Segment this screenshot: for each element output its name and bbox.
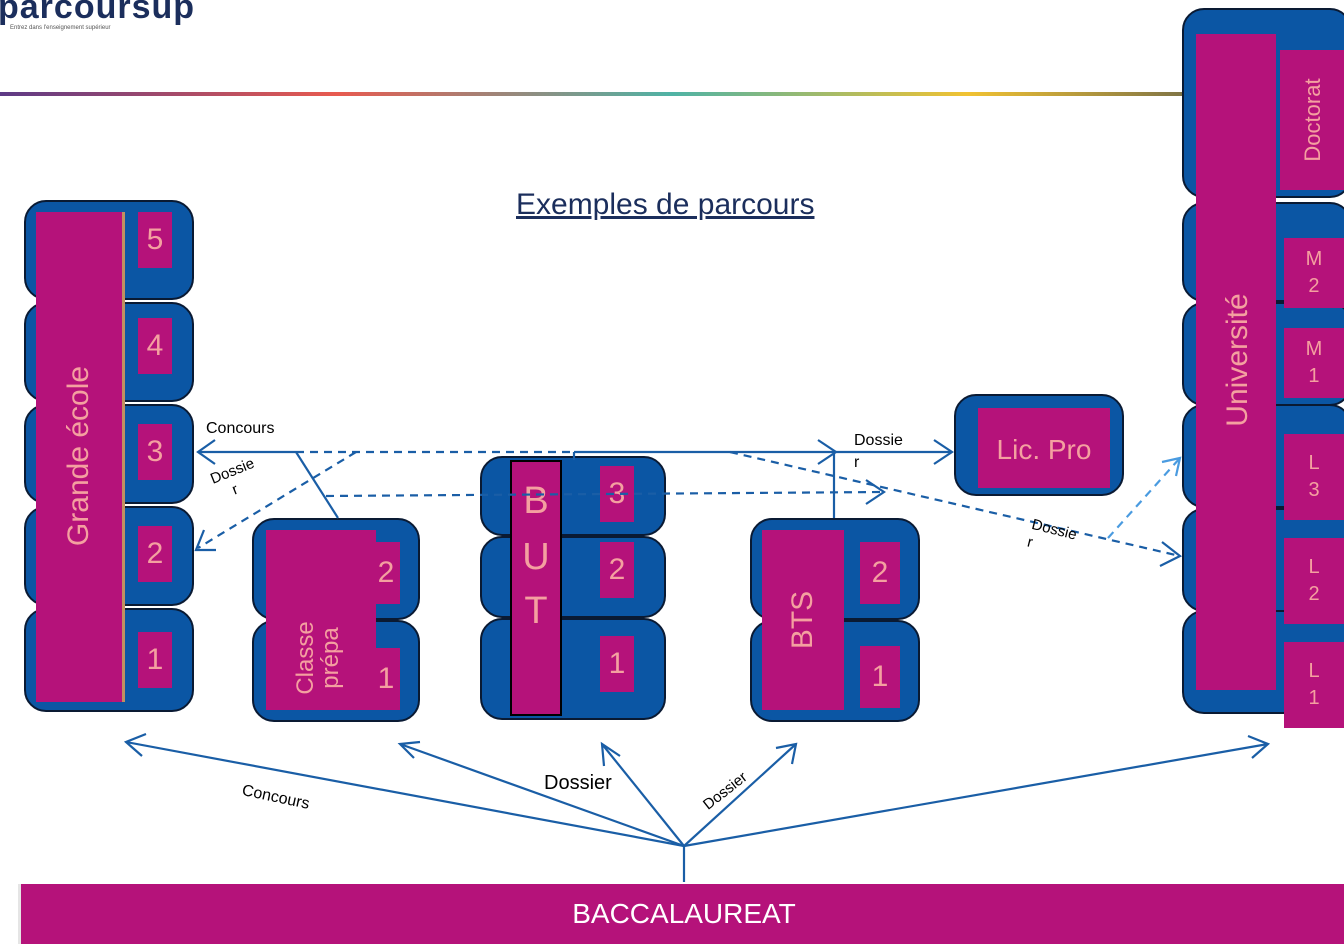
- bac-to-bts: [683, 743, 797, 847]
- bac-to-prepa: [399, 742, 685, 848]
- bac-to-universite: [683, 742, 1269, 848]
- but-year-3: 3: [600, 466, 634, 522]
- bts-bar: [762, 530, 844, 710]
- dossier-left-label: Dossie r: [208, 455, 264, 506]
- but-lic-arrowhead: [817, 439, 838, 465]
- universite-label: Université: [1221, 293, 1254, 427]
- grande-ecole-bar: [36, 212, 125, 702]
- dossier-left-arrowhead: [194, 529, 216, 552]
- concours-top-arrowhead: [196, 439, 216, 465]
- bac-to-grande-ecole-head: [123, 732, 147, 757]
- header-divider: [0, 92, 1344, 96]
- dossier-right-label-b: r: [1025, 533, 1035, 552]
- but-letter-b: B: [523, 480, 549, 522]
- but-year-1: 1: [600, 636, 634, 692]
- licpro-to-l3-arrowhead: [1161, 456, 1182, 477]
- baccalaureat-label: BACCALAUREAT: [572, 898, 796, 929]
- classe-prepa-label-line1: Classe: [291, 621, 319, 695]
- but-letter-u: U: [522, 536, 550, 578]
- but-block-2: [480, 536, 666, 618]
- dossier-right-label: Dossie r: [1025, 516, 1079, 562]
- but-year-2: 2: [600, 542, 634, 598]
- bts-label: BTS: [786, 590, 819, 650]
- parcoursup-logo: parcoursup Entrez dans l'enseignement su…: [0, 0, 195, 31]
- classe-prepa-bar: [266, 530, 376, 710]
- logo-tagline: Entrez dans l'enseignement supérieur: [10, 25, 111, 31]
- grande-ecole-year-5: 5: [138, 212, 172, 268]
- grande-ecole-year-1: 1: [138, 632, 172, 688]
- concours-top-label: Concours: [206, 420, 275, 437]
- dossier-right-arrowhead: [1159, 541, 1183, 567]
- but-letter-t: T: [524, 590, 548, 632]
- universite-year-l3: L 3: [1284, 434, 1344, 520]
- dossier-center-label: Dossier: [544, 772, 612, 794]
- universite-year-l2: L 2: [1284, 538, 1344, 624]
- classe-prepa-label-line2: prépa: [317, 627, 344, 689]
- page-title: Exemples de parcours: [516, 188, 815, 221]
- classe-prepa-year-2: 2: [372, 542, 400, 604]
- dossier-middle-arrowhead: [865, 479, 886, 505]
- bac-to-prepa-head: [397, 740, 421, 759]
- but-block-1: [480, 618, 666, 720]
- concours-bottom-label: Concours: [240, 782, 311, 813]
- doctorat-label: Doctorat: [1300, 78, 1325, 162]
- bac-to-universite-head: [1247, 734, 1271, 759]
- but-block-3: [480, 456, 666, 536]
- prepa-connector: [295, 451, 339, 519]
- bac-to-bts-head: [775, 742, 798, 765]
- dossier-right-label-a: Dossie: [1029, 516, 1079, 544]
- lic-pro-label: Lic. Pro: [996, 434, 1092, 465]
- dossier-bts-label: Dossier: [700, 768, 751, 814]
- doctorat-bar: [1280, 50, 1344, 190]
- bts-lic-arrowhead: [933, 439, 954, 465]
- baccalaureat-bar: BACCALAUREAT: [18, 884, 1344, 944]
- universite-year-m2: M 2: [1284, 238, 1344, 308]
- bac-to-but-head: [600, 741, 621, 767]
- dossier-lic-label-a: Dossie: [854, 432, 903, 449]
- logo-text: parcoursup: [0, 0, 196, 26]
- grande-ecole-year-4: 4: [138, 318, 172, 374]
- grande-ecole-label: Grande école: [62, 365, 95, 547]
- dossier-left-label-b: r: [229, 480, 241, 499]
- bts-year-1: 1: [860, 646, 900, 708]
- classe-prepa-year-1: 1: [372, 648, 400, 710]
- grande-ecole-year-3: 3: [138, 424, 172, 480]
- dossier-lic-label-b: r: [854, 453, 860, 471]
- universite-year-m1: M 1: [1284, 328, 1344, 398]
- universite-bar: [1196, 34, 1276, 690]
- dossier-lic-label: Dossie r: [854, 430, 903, 473]
- universite-year-l1: L 1: [1284, 642, 1344, 728]
- bac-to-but: [601, 743, 685, 847]
- bts-year-2: 2: [860, 542, 900, 604]
- classe-prepa-label: Classe prépa: [291, 621, 344, 695]
- but-bar: [510, 460, 562, 716]
- grande-ecole-year-2: 2: [138, 526, 172, 582]
